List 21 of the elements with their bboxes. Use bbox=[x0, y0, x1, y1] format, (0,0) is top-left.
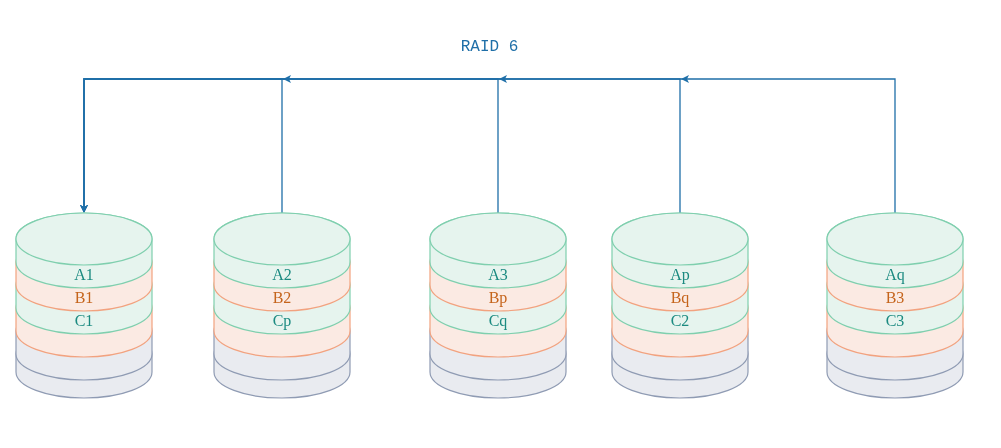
stripe-label: Cp bbox=[272, 310, 292, 331]
stripe-label: Bq bbox=[670, 287, 690, 308]
stripe-label: B1 bbox=[74, 287, 94, 308]
disk-cylinder bbox=[825, 211, 965, 400]
disk-cylinder bbox=[610, 211, 750, 400]
stripe-label: B2 bbox=[272, 287, 292, 308]
stripe-label: Ap bbox=[670, 264, 690, 285]
stripe-label: A1 bbox=[74, 264, 94, 285]
disk-cylinder bbox=[212, 211, 352, 400]
stripe-label: Bp bbox=[488, 287, 508, 308]
stripe-label: C2 bbox=[670, 310, 690, 331]
disk-cylinder bbox=[428, 211, 568, 400]
stripe-label: C1 bbox=[74, 310, 94, 331]
stripe-label: Aq bbox=[885, 264, 905, 285]
disk-cylinder bbox=[14, 211, 154, 400]
diagram-title: RAID 6 bbox=[460, 38, 519, 56]
stripe-label: B3 bbox=[885, 287, 905, 308]
stripe-label: Cq bbox=[488, 310, 508, 331]
stripe-label: C3 bbox=[885, 310, 905, 331]
stripe-label: A2 bbox=[272, 264, 292, 285]
stripe-label: A3 bbox=[488, 264, 508, 285]
